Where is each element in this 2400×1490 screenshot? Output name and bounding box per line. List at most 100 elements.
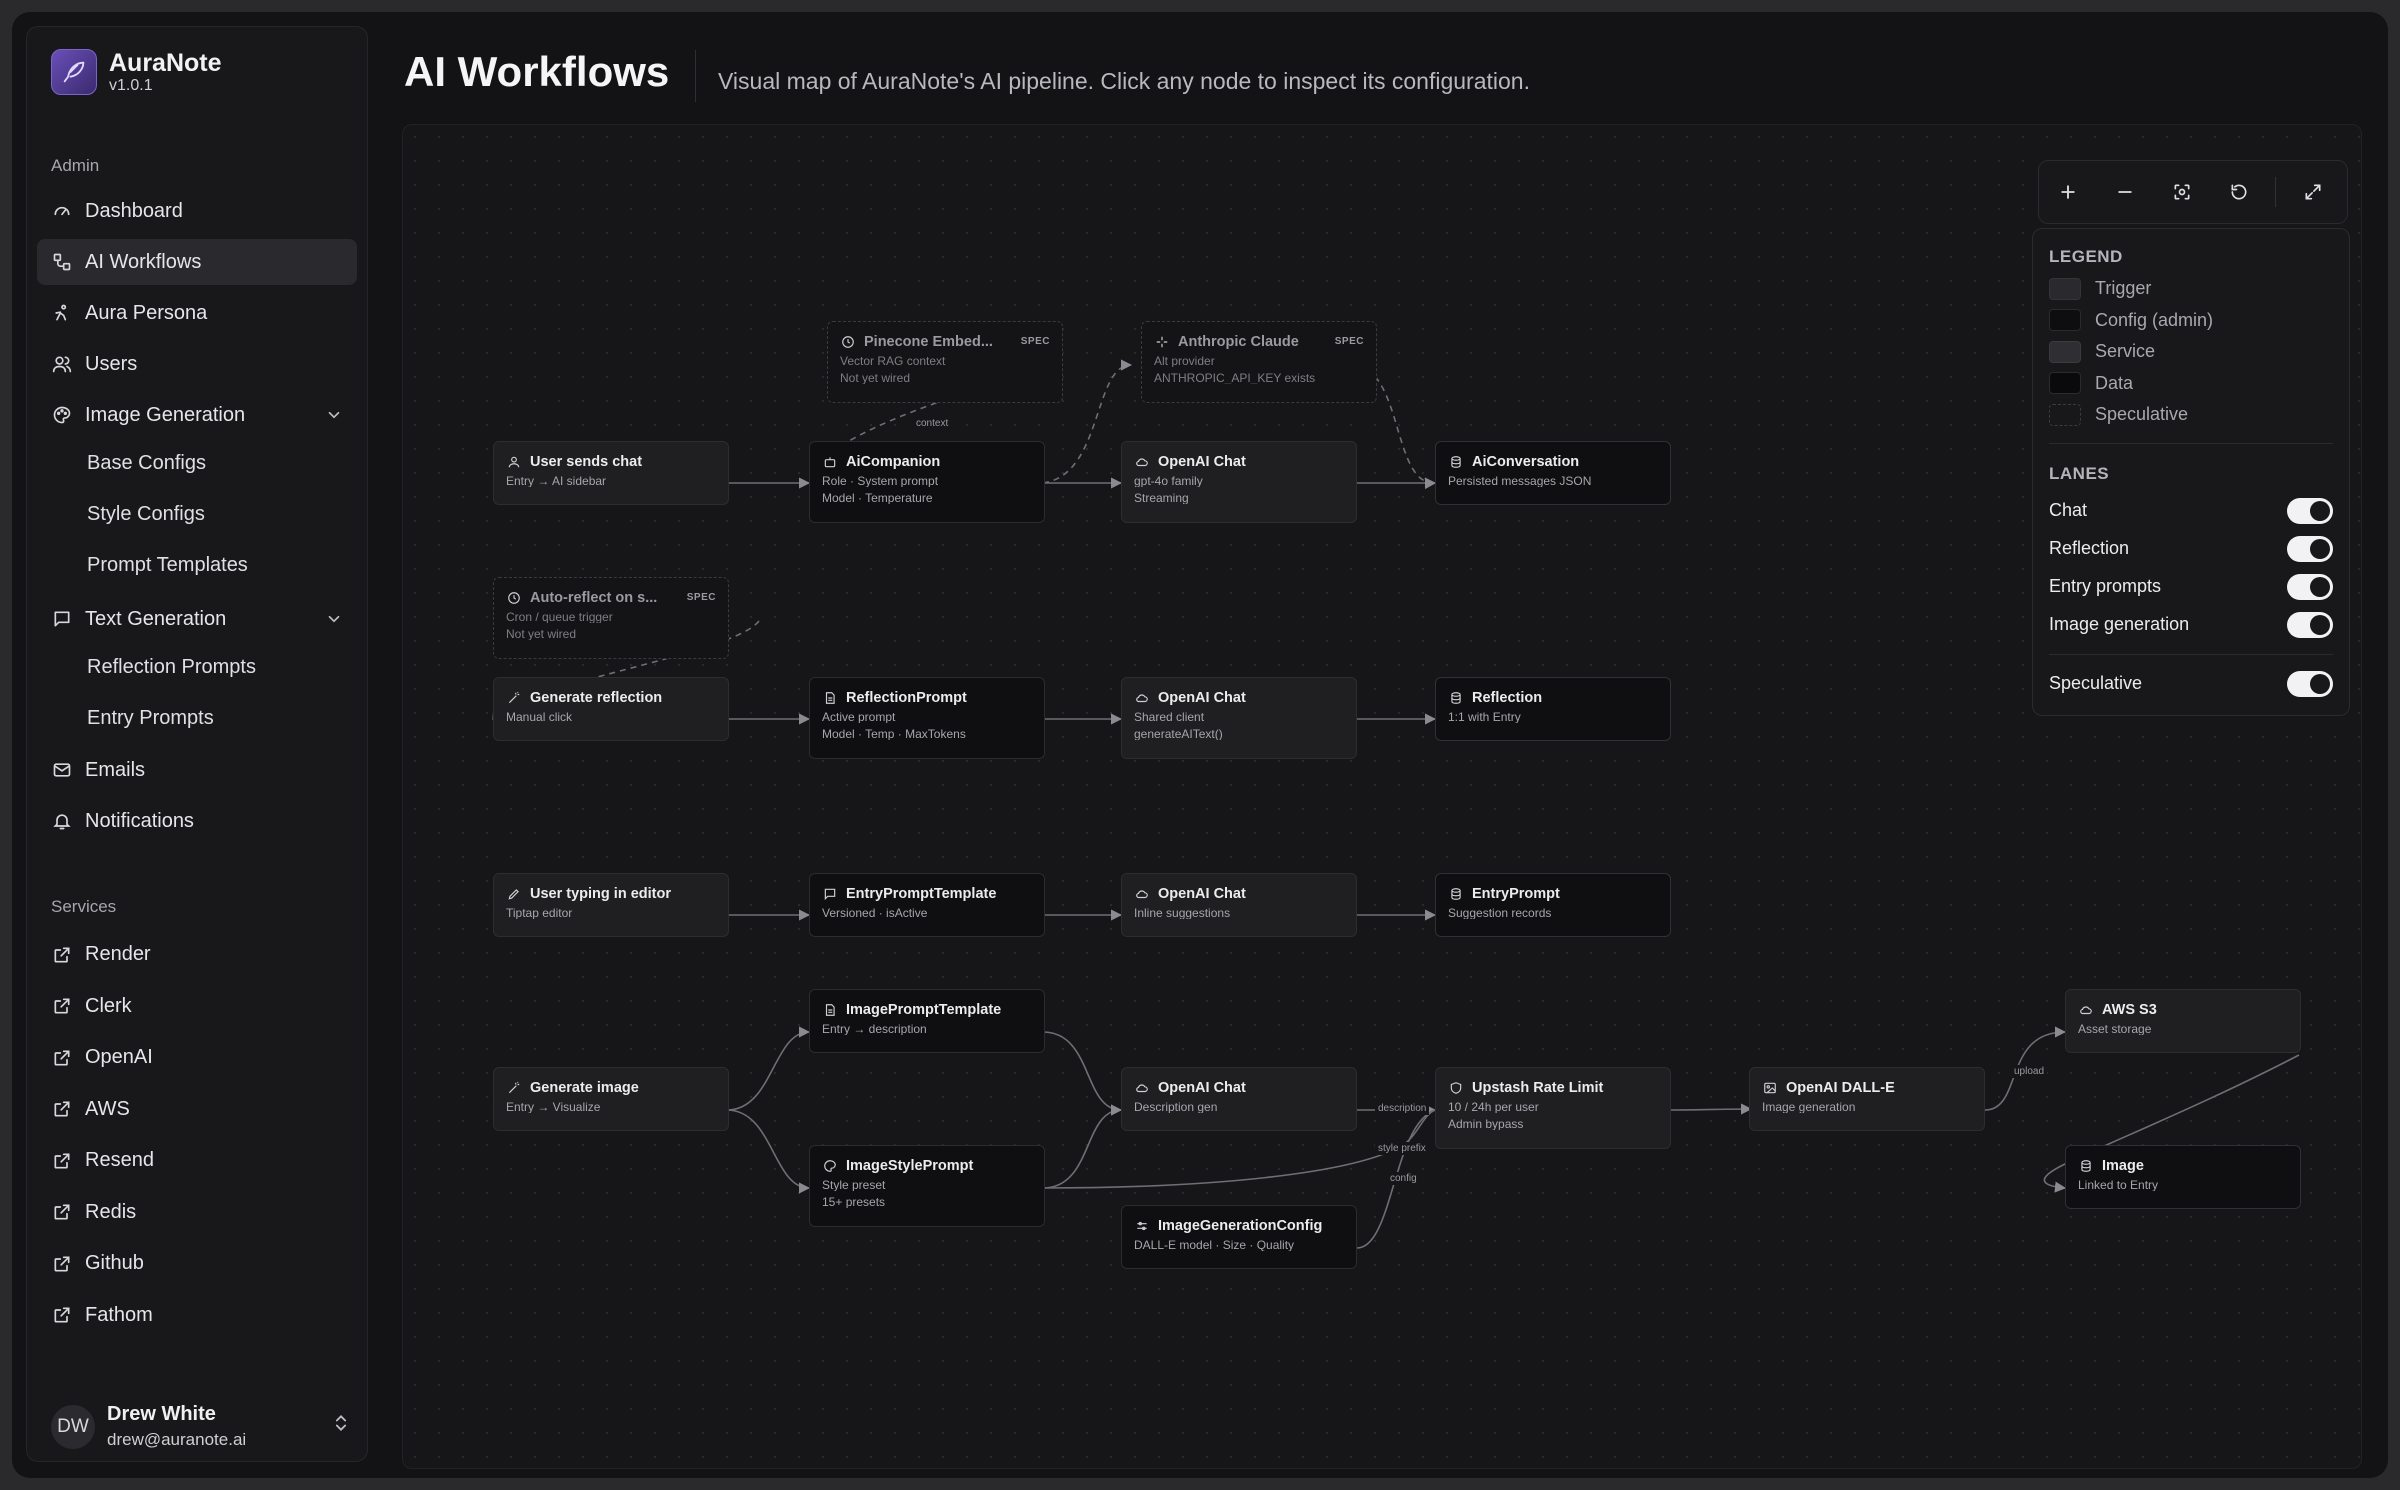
node-entry-prompt-template[interactable]: EntryPromptTemplate Versioned · isActive <box>809 873 1045 937</box>
sidebar-subitem-base-configs[interactable]: Base Configs <box>87 452 206 474</box>
edge-label-description: description <box>1375 1102 1430 1115</box>
external-link-icon <box>51 1150 73 1172</box>
wand-icon <box>506 1080 522 1096</box>
node-user-typing[interactable]: User typing in editor Tiptap editor <box>493 873 729 937</box>
node-upstash-rate-limit[interactable]: Upstash Rate Limit 10 / 24h per user Adm… <box>1435 1067 1671 1149</box>
node-detail: Persisted messages JSON <box>1448 476 1592 487</box>
node-ai-conversation[interactable]: AiConversation Persisted messages JSON <box>1435 441 1671 505</box>
service-link-openai[interactable]: OpenAI <box>37 1032 357 1084</box>
lane-toggle-entry-prompts[interactable]: Entry prompts <box>2049 568 2333 606</box>
toggle-switch[interactable] <box>2287 611 2333 638</box>
shield-icon <box>1448 1080 1464 1096</box>
node-reflection[interactable]: Reflection 1:1 with Entry <box>1435 677 1671 741</box>
lane-toggle-image-generation[interactable]: Image generation <box>2049 606 2333 644</box>
node-title: EntryPromptTemplate <box>846 886 997 902</box>
sidebar-subitem-prompt-templates[interactable]: Prompt Templates <box>87 554 248 576</box>
node-reflection-prompt[interactable]: ReflectionPrompt Active prompt Model · T… <box>809 677 1045 759</box>
node-image-style-prompt[interactable]: ImageStylePrompt Style preset 15+ preset… <box>809 1145 1045 1227</box>
node-openai-chat-1[interactable]: OpenAI Chat gpt-4o family Streaming <box>1121 441 1357 523</box>
zoom-out-button[interactable] <box>2096 160 2153 224</box>
chevrons-up-down-icon[interactable] <box>331 1413 351 1438</box>
user-menu[interactable]: DW Drew White drew@auranote.ai <box>51 1403 351 1450</box>
fullscreen-button[interactable] <box>2284 160 2341 224</box>
spec-badge: SPEC <box>1020 336 1050 347</box>
legend-item: Service <box>2049 336 2333 368</box>
node-detail: Manual click <box>506 712 573 723</box>
reset-view-button[interactable] <box>2210 160 2267 224</box>
image-icon <box>1762 1080 1778 1096</box>
chevron-down-icon[interactable] <box>325 610 343 634</box>
node-image-generation-config[interactable]: ImageGenerationConfig DALL-E model · Siz… <box>1121 1205 1357 1269</box>
node-generate-image[interactable]: Generate image Entry → Visualize <box>493 1067 729 1131</box>
node-title: User typing in editor <box>530 886 671 902</box>
node-anthropic-claude[interactable]: Anthropic Claude SPEC Alt provider ANTHR… <box>1141 321 1377 403</box>
node-openai-chat-4[interactable]: OpenAI Chat Description gen <box>1121 1067 1357 1131</box>
node-openai-chat-3[interactable]: OpenAI Chat Inline suggestions <box>1121 873 1357 937</box>
sidebar-item-text-generation[interactable]: Text Generation <box>37 596 357 642</box>
workflow-canvas[interactable]: context description style prefix config … <box>402 124 2362 1469</box>
node-image-prompt-template[interactable]: ImagePromptTemplate Entry → description <box>809 989 1045 1053</box>
sidebar-item-dashboard[interactable]: Dashboard <box>37 188 357 234</box>
sidebar-item-notifications[interactable]: Notifications <box>37 798 357 844</box>
page-description: Visual map of AuraNote's AI pipeline. Cl… <box>718 68 1530 94</box>
service-label: AWS <box>85 1097 130 1120</box>
toggle-switch[interactable] <box>2287 497 2333 524</box>
sidebar-subitem-reflection-prompts[interactable]: Reflection Prompts <box>87 656 256 678</box>
toggle-switch[interactable] <box>2287 573 2333 600</box>
toggle-switch[interactable] <box>2287 670 2333 697</box>
legend-item: Data <box>2049 368 2333 400</box>
node-generate-reflection[interactable]: Generate reflection Manual click <box>493 677 729 741</box>
service-label: Clerk <box>85 994 132 1017</box>
app-name: AuraNote <box>109 49 222 77</box>
service-label: Resend <box>85 1149 154 1172</box>
node-openai-chat-2[interactable]: OpenAI Chat Shared client generateAIText… <box>1121 677 1357 759</box>
toggle-switch[interactable] <box>2287 535 2333 562</box>
node-entry-prompt[interactable]: EntryPrompt Suggestion records <box>1435 873 1671 937</box>
sidebar-item-aura-persona[interactable]: Aura Persona <box>37 290 357 336</box>
node-aws-s3[interactable]: AWS S3 Asset storage <box>2065 989 2301 1053</box>
edge <box>1042 1031 1123 1116</box>
node-detail: Entry → Visualize <box>506 1102 601 1113</box>
node-user-sends-chat[interactable]: User sends chat Entry → AI sidebar <box>493 441 729 505</box>
node-ai-companion[interactable]: AiCompanion Role · System prompt Model ·… <box>809 441 1045 523</box>
node-pinecone-embed[interactable]: Pinecone Embed... SPEC Vector RAG contex… <box>827 321 1063 403</box>
chevron-down-icon[interactable] <box>325 406 343 430</box>
fit-view-button[interactable] <box>2153 160 2210 224</box>
sidebar-item-image-generation[interactable]: Image Generation <box>37 392 357 438</box>
service-link-github[interactable]: Github <box>37 1238 357 1290</box>
database-icon <box>1448 454 1464 470</box>
node-title: OpenAI Chat <box>1158 1080 1246 1096</box>
service-link-clerk[interactable]: Clerk <box>37 981 357 1033</box>
node-openai-dalle[interactable]: OpenAI DALL-E Image generation <box>1749 1067 1985 1131</box>
service-link-aws[interactable]: AWS <box>37 1084 357 1136</box>
service-label: OpenAI <box>85 1046 153 1069</box>
sidebar-subitem-style-configs[interactable]: Style Configs <box>87 503 205 525</box>
legend-label: Service <box>2095 341 2156 362</box>
sidebar-item-label: Notifications <box>85 809 194 832</box>
sidebar-item-users[interactable]: Users <box>37 341 357 387</box>
sidebar-subitem-entry-prompts[interactable]: Entry Prompts <box>87 707 214 729</box>
node-title: OpenAI Chat <box>1158 690 1246 706</box>
service-link-resend[interactable]: Resend <box>37 1135 357 1187</box>
wand-icon <box>506 690 522 706</box>
node-auto-reflect[interactable]: Auto-reflect on s... SPEC Cron / queue t… <box>493 577 729 659</box>
node-detail: Admin bypass <box>1448 1119 1524 1130</box>
service-link-render[interactable]: Render <box>37 929 357 981</box>
lane-toggle-chat[interactable]: Chat <box>2049 492 2333 530</box>
node-title: EntryPrompt <box>1472 886 1560 902</box>
lane-toggle-speculative[interactable]: Speculative <box>2049 665 2333 703</box>
title-divider <box>695 50 696 102</box>
node-image[interactable]: Image Linked to Entry <box>2065 1145 2301 1209</box>
brand[interactable]: AuraNote v1.0.1 <box>51 49 222 95</box>
lane-toggle-reflection[interactable]: Reflection <box>2049 530 2333 568</box>
sidebar-item-emails[interactable]: Emails <box>37 747 357 793</box>
sidebar-item-ai-workflows[interactable]: AI Workflows <box>37 239 357 285</box>
minus-icon <box>2117 191 2132 193</box>
node-title: OpenAI Chat <box>1158 454 1246 470</box>
service-link-redis[interactable]: Redis <box>37 1187 357 1239</box>
message-square-icon <box>51 608 73 630</box>
zoom-in-button[interactable] <box>2039 160 2096 224</box>
service-link-fathom[interactable]: Fathom <box>37 1290 357 1342</box>
sliders-icon <box>1134 1218 1150 1234</box>
edge-label-upload: upload <box>2011 1065 2048 1078</box>
